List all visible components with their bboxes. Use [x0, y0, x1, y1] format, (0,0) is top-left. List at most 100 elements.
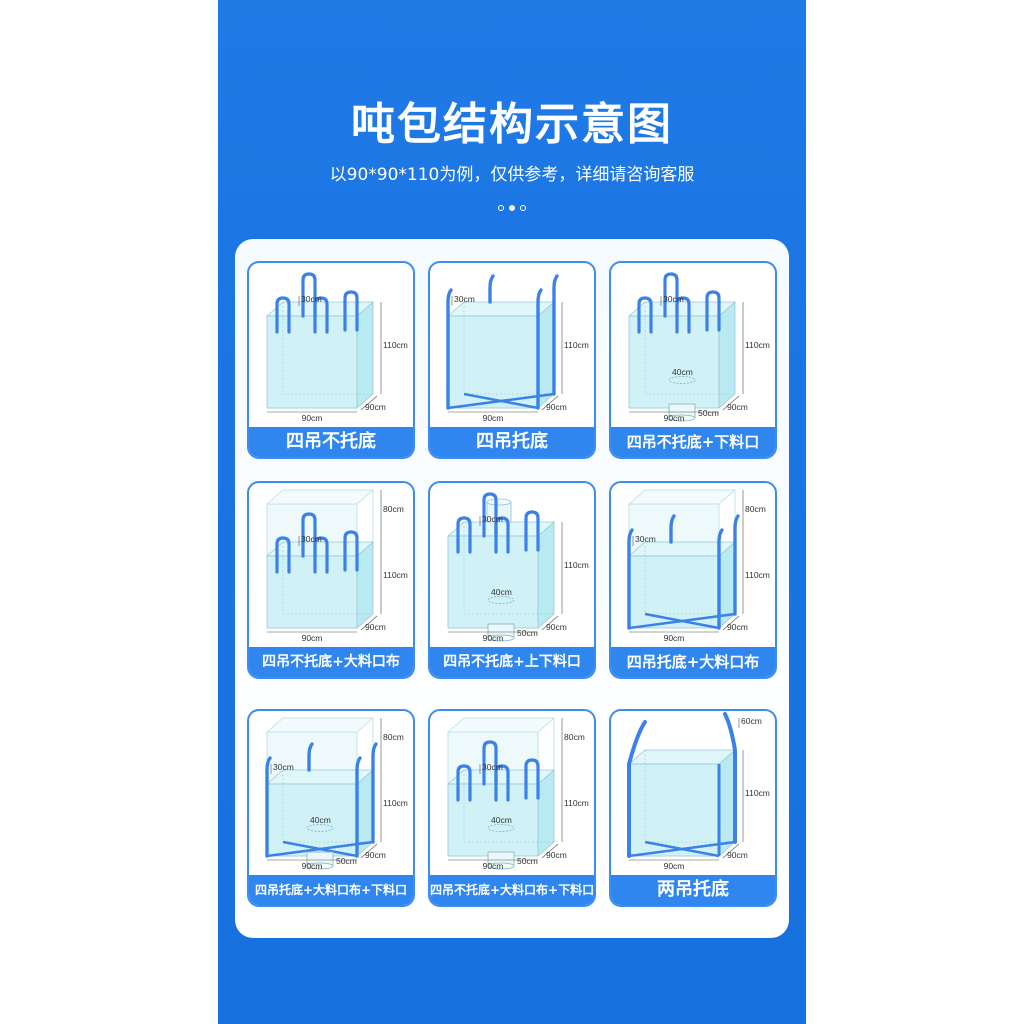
- lifting-loop: [275, 536, 291, 574]
- dimension-label: 90cm: [727, 402, 748, 412]
- lifting-loop: [705, 290, 721, 332]
- lifting-loop: [637, 296, 653, 334]
- bag-front: [266, 783, 358, 857]
- bottom-spout-rim: [487, 862, 515, 870]
- dimension-label: 90cm: [365, 402, 386, 412]
- bottom-belt: [463, 392, 539, 410]
- corner-strap: [733, 514, 740, 616]
- dimension-label: 30cm: [663, 294, 684, 304]
- dimension-label: 90cm: [664, 633, 685, 643]
- bottom-belt: [644, 840, 720, 858]
- dimension-label: 30cm: [482, 514, 503, 524]
- dimension-label: 110cm: [745, 340, 770, 350]
- dimension-label: 30cm: [454, 294, 475, 304]
- dimension-label: 90cm: [546, 622, 567, 632]
- spout-opening: [306, 824, 334, 832]
- pager-dot[interactable]: [520, 205, 526, 211]
- corner-strap: [307, 742, 314, 772]
- lifting-loop: [482, 740, 498, 786]
- corner-strap: [371, 742, 378, 844]
- top-spout-rim: [486, 498, 512, 506]
- spout-opening: [487, 824, 515, 832]
- corner-strap: [488, 274, 495, 304]
- lifting-loop: [482, 492, 498, 538]
- dimension-line: [360, 395, 378, 411]
- dimension-label: 30cm: [482, 762, 503, 772]
- lifting-loop: [456, 764, 472, 802]
- bag-type-card[interactable]: 110cm 90cm 90cm 60cm 两吊托底: [609, 709, 777, 907]
- dimension-label: 90cm: [365, 622, 386, 632]
- dimension-line: [722, 843, 740, 859]
- lifting-loop: [301, 512, 317, 558]
- dimension-label: 90cm: [302, 633, 323, 643]
- dimension-label: 80cm: [745, 504, 766, 514]
- dimension-label: 30cm: [301, 294, 322, 304]
- dimension-label: 110cm: [383, 570, 408, 580]
- two-lift-strap: [723, 712, 737, 844]
- bag-type-label: 四吊托底+大料口布+下料口: [249, 875, 413, 905]
- dimension-label: 90cm: [546, 402, 567, 412]
- bag-front: [628, 763, 720, 857]
- dimension-label: 110cm: [745, 788, 770, 798]
- dimension-label: 40cm: [672, 367, 693, 377]
- bag-front: [447, 535, 539, 629]
- dimension-label: 90cm: [727, 850, 748, 860]
- bag-type-label: 四吊托底+大料口布: [611, 647, 775, 677]
- top-cloth-lid: [265, 489, 375, 505]
- bag-front: [266, 315, 358, 409]
- dimension-label: 90cm: [483, 861, 504, 871]
- bag-type-label: 两吊托底: [611, 875, 775, 905]
- bag-type-label: 四吊托底: [430, 427, 594, 457]
- dimension-label: 110cm: [745, 570, 770, 580]
- corner-strap: [446, 288, 453, 410]
- bag-side: [537, 521, 555, 629]
- spout-opening: [487, 596, 515, 604]
- dimension-label: 30cm: [301, 534, 322, 544]
- dimension-label: 40cm: [491, 815, 512, 825]
- dimension-label: 50cm: [517, 628, 538, 638]
- pager-dot[interactable]: [498, 205, 504, 211]
- pager-dot[interactable]: [509, 205, 515, 211]
- bag-side: [718, 301, 736, 409]
- dimension-label: 80cm: [383, 732, 404, 742]
- corner-strap: [355, 756, 362, 858]
- bag-type-label: 四吊不托底+上下料口: [430, 647, 594, 677]
- bag-side: [718, 749, 736, 857]
- bottom-belt: [282, 840, 358, 858]
- top-cloth-lid: [627, 489, 737, 505]
- dimension-label: 80cm: [564, 732, 585, 742]
- corner-strap: [536, 288, 543, 410]
- lifting-loop: [343, 530, 359, 572]
- dimension-label: 90cm: [664, 861, 685, 871]
- bag-side: [356, 301, 374, 409]
- bottom-spout-rim: [487, 634, 515, 642]
- bag-side: [537, 301, 555, 409]
- dimension-label: 40cm: [491, 587, 512, 597]
- bag-side: [356, 541, 374, 629]
- bag-side: [537, 769, 555, 857]
- dimension-label: 110cm: [383, 340, 408, 350]
- top-cloth-lid: [446, 717, 556, 733]
- dimension-label: 60cm: [741, 716, 762, 726]
- bag-diagram: 110cm 90cm 90cm 60cm: [627, 712, 770, 871]
- dimension-line: [541, 843, 559, 859]
- dimension-label: 110cm: [383, 798, 408, 808]
- dimension-label: 90cm: [727, 622, 748, 632]
- page-title: 吨包结构示意图: [351, 99, 673, 150]
- dimension-label: 50cm: [336, 856, 357, 866]
- dimension-line: [722, 395, 740, 411]
- pager-dots: [218, 205, 806, 211]
